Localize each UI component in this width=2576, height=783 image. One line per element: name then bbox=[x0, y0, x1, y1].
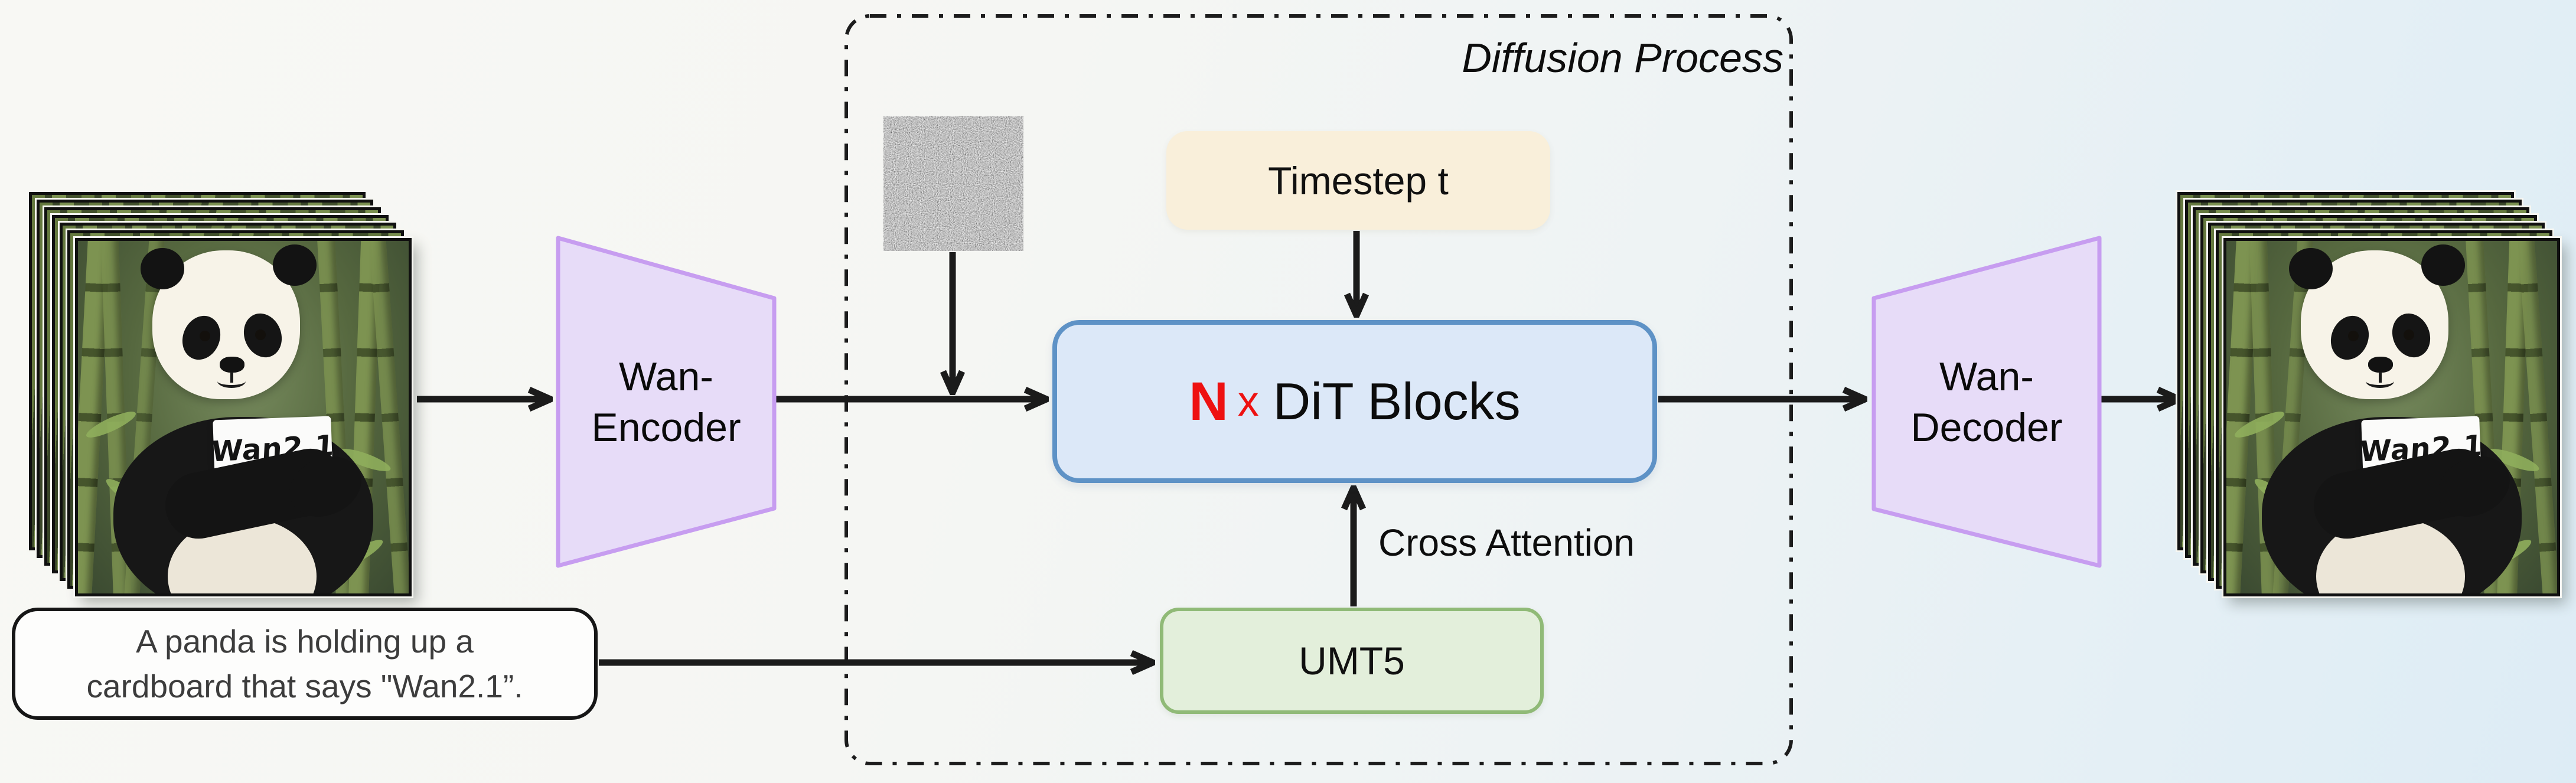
panda-mouth-curve bbox=[2366, 374, 2394, 388]
panda-eye bbox=[255, 329, 266, 340]
gaussian-noise-image bbox=[883, 116, 1023, 251]
diffusion-process-title: Diffusion Process bbox=[1462, 35, 1783, 81]
text-prompt-box: A panda is holding up a cardboard that s… bbox=[12, 608, 598, 720]
panda-nose bbox=[220, 357, 244, 373]
panda-ear bbox=[2289, 248, 2333, 289]
cross-attention-label: Cross Attention bbox=[1378, 521, 1635, 564]
wan-encoder-shape bbox=[556, 236, 777, 568]
timestep-node: Timestep t bbox=[1166, 131, 1550, 230]
dit-n-count: N bbox=[1189, 371, 1228, 432]
dit-blocks-label: DiT Blocks bbox=[1273, 372, 1521, 430]
wan-decoder-shape bbox=[1871, 236, 2102, 568]
panda-ear bbox=[141, 248, 184, 289]
output-video-frames-stack: Wan2.1 bbox=[2176, 190, 2567, 605]
panda-ear bbox=[273, 244, 317, 286]
panda-ear bbox=[2421, 244, 2465, 286]
panda-eye bbox=[2348, 331, 2359, 341]
dit-blocks-node: N x DiT Blocks bbox=[1052, 320, 1657, 483]
wan-decoder-label: Wan- Decoder bbox=[1910, 354, 2063, 450]
video-frame-front: Wan2.1 bbox=[2222, 236, 2562, 598]
panda-eye bbox=[2404, 329, 2414, 340]
panda-photo: Wan2.1 bbox=[78, 241, 409, 593]
input-video-frames-stack: Wan2.1 bbox=[27, 190, 419, 605]
panda-eye bbox=[200, 331, 210, 341]
prompt-line-2: cardboard that says "Wan2.1”. bbox=[86, 668, 523, 704]
diffusion-process-dashed-border bbox=[844, 14, 1793, 765]
wan-encoder-label: Wan- Encoder bbox=[591, 354, 741, 450]
video-frame-front: Wan2.1 bbox=[73, 236, 413, 598]
panda-mouth-curve bbox=[217, 374, 246, 388]
prompt-line-1: A panda is holding up a bbox=[136, 623, 474, 660]
dit-times: x bbox=[1237, 378, 1259, 425]
umt5-node: UMT5 bbox=[1160, 608, 1544, 714]
panda-photo: Wan2.1 bbox=[2226, 241, 2557, 593]
panda-nose bbox=[2368, 357, 2393, 373]
